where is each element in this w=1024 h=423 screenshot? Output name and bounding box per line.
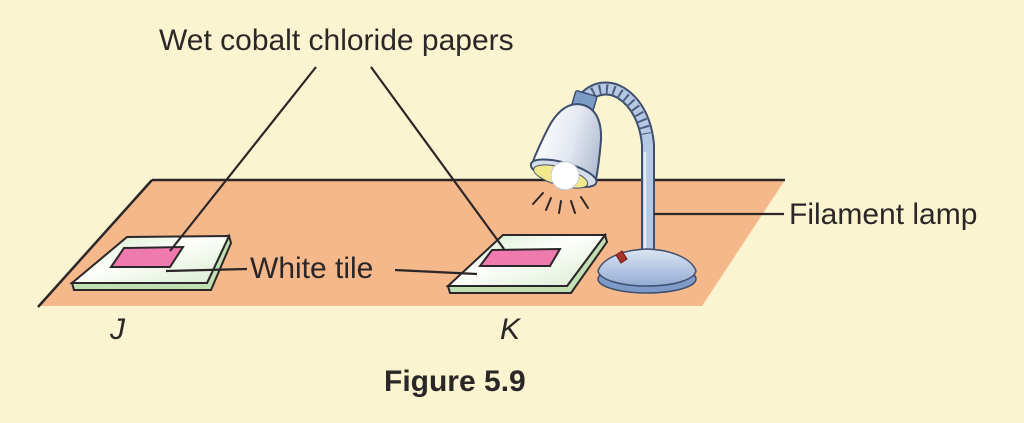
- lamp-switch: [615, 250, 628, 264]
- papers-label: Wet cobalt chloride papers: [159, 24, 514, 57]
- leader-line-white-tile-right: [394, 268, 478, 276]
- lamp-base: [597, 248, 697, 294]
- leader-line-papers-j: [169, 66, 317, 252]
- white-tile-label: White tile: [250, 252, 374, 285]
- white-tile-k: [445, 232, 609, 294]
- tile-j-label: J: [110, 313, 125, 346]
- cobalt-paper-j: [109, 245, 185, 268]
- leader-lines: [165, 66, 784, 276]
- cobalt-paper-k: [478, 247, 562, 267]
- leader-line-white-tile-left: [165, 267, 248, 273]
- figure-caption: Figure 5.9: [384, 365, 526, 398]
- lamp-bulb: [550, 161, 580, 191]
- tile-k-label: K: [500, 313, 521, 346]
- filament-lamp-label: Filament lamp: [789, 198, 978, 231]
- light-rays: [532, 192, 589, 214]
- filament-lamp-illustration: [529, 81, 697, 294]
- lamp-head: [529, 90, 603, 191]
- leader-line-papers-k: [370, 66, 505, 250]
- table-surface: [37, 178, 785, 308]
